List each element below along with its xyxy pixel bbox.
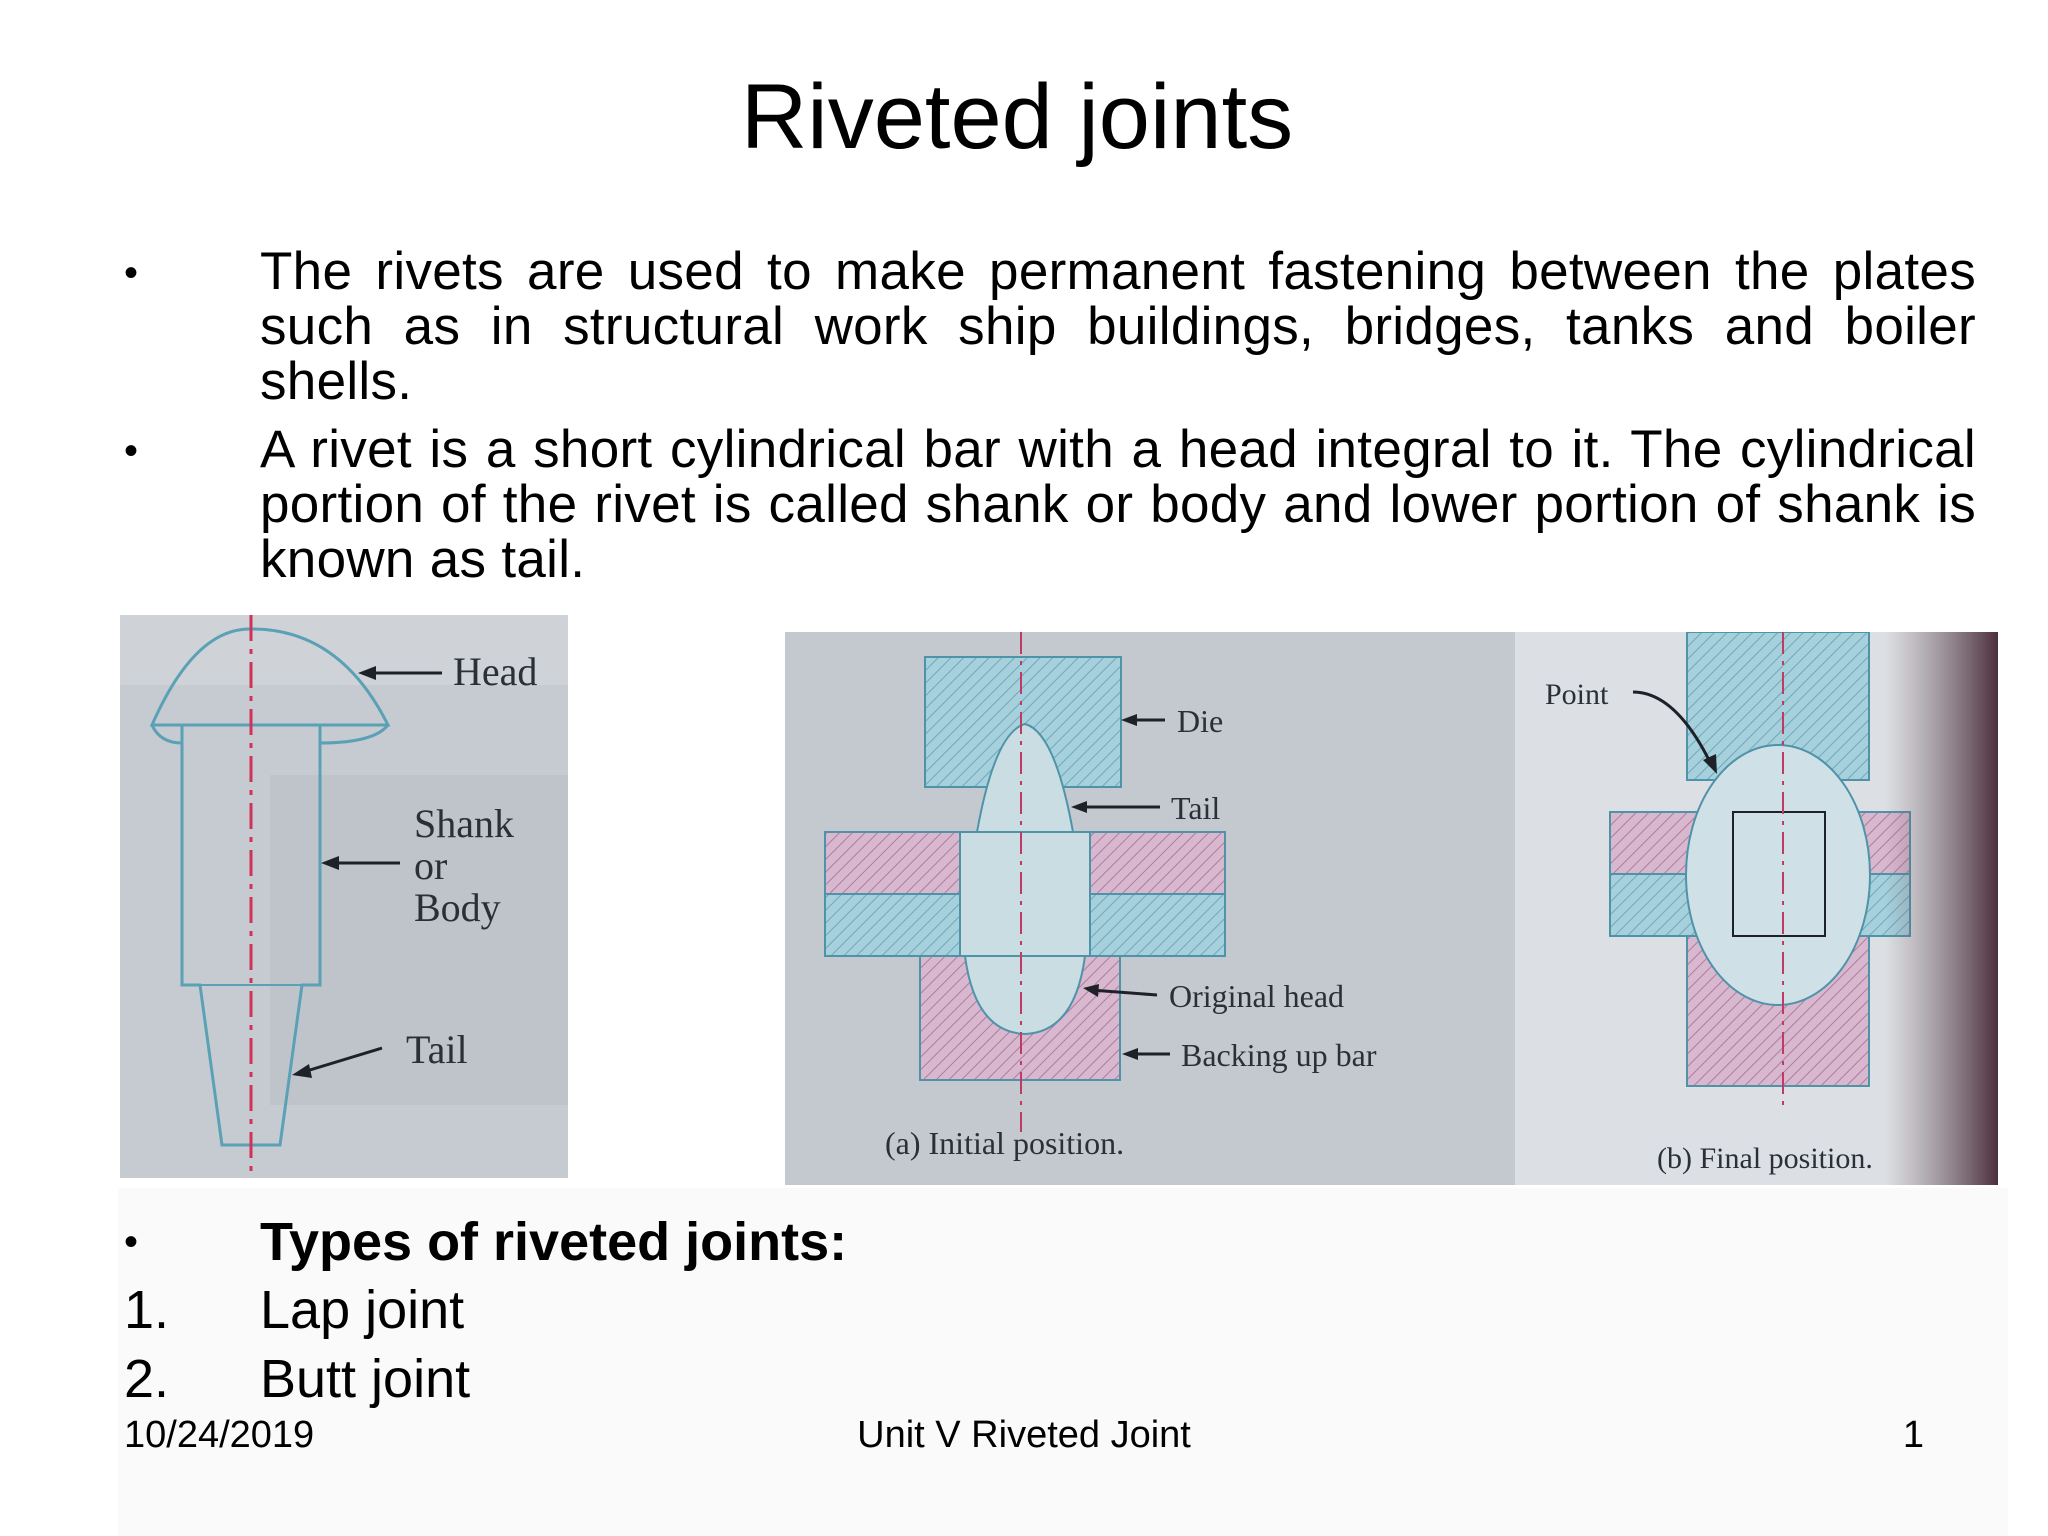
footer-title: Unit V Riveted Joint [857, 1414, 1191, 1456]
label-tail-a: Tail [1171, 790, 1220, 826]
label-shank: Shank [414, 801, 514, 846]
bullet-icon: • [124, 1220, 139, 1264]
label-original-head: Original head [1169, 978, 1344, 1014]
list-item-lap-joint: Lap joint [260, 1280, 465, 1340]
bullet-text-rivet-use: The rivets are used to make permanent fa… [260, 242, 1976, 411]
riveting-process-figure: Die Tail Original head Backing up bar (a… [785, 632, 1998, 1185]
list-item-butt-joint: Butt joint [260, 1349, 471, 1409]
footer-date: 10/24/2019 [124, 1414, 315, 1456]
rivet-anatomy-figure: Head Shank or Body Tail [120, 615, 568, 1178]
label-tail: Tail [406, 1027, 468, 1072]
label-die: Die [1177, 703, 1223, 739]
list-number: 2. [124, 1349, 170, 1409]
label-point: Point [1545, 678, 1609, 711]
footer-page-number: 1 [1902, 1414, 1924, 1456]
bullet-icon: • [124, 251, 139, 295]
slide-title: Riveted joints [740, 66, 1294, 168]
label-body: Body [414, 885, 501, 930]
caption-initial-position: (a) Initial position. [885, 1125, 1124, 1161]
list-number: 1. [124, 1280, 170, 1340]
label-backing-up-bar: Backing up bar [1181, 1037, 1377, 1073]
bullet-text-rivet-definition: A rivet is a short cylindrical bar with … [260, 420, 1976, 589]
slide-footer-band [118, 1188, 2008, 1536]
types-heading: Types of riveted joints: [260, 1212, 848, 1272]
label-or: or [414, 843, 447, 888]
bullet-icon: • [124, 429, 139, 473]
caption-final-position: (b) Final position. [1657, 1142, 1873, 1175]
label-head: Head [453, 649, 537, 694]
